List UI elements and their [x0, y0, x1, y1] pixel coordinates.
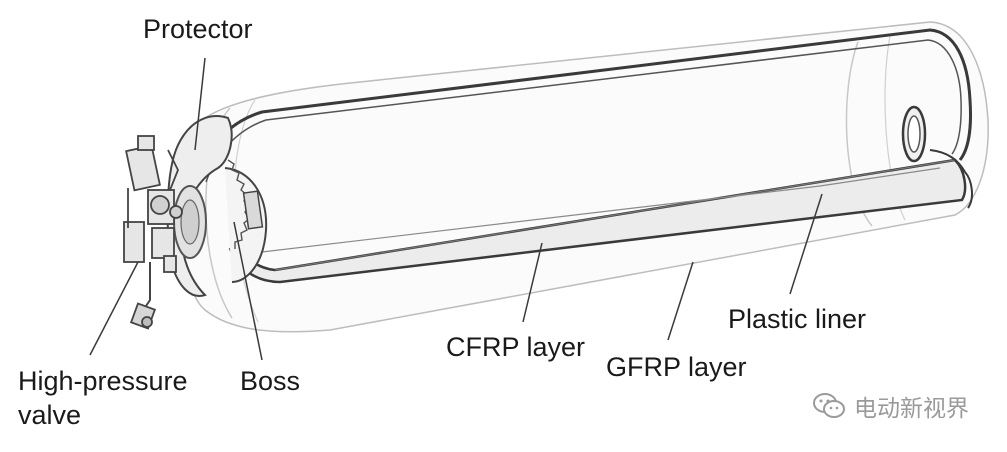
boss-label: Boss [240, 366, 301, 396]
right-dome-cut [929, 149, 973, 209]
valve-leader [89, 261, 139, 356]
liner-bottom-lip [261, 167, 941, 253]
right-port-inner [907, 115, 921, 153]
valve-label-line1: High-pressure [18, 366, 188, 396]
high-pressure-valve [123, 135, 183, 330]
protector-ring-inner [180, 199, 200, 245]
boss-leader [233, 221, 263, 361]
cfrp-label: CFRP layer [446, 332, 586, 362]
cfrp-leader [522, 242, 543, 323]
leader-lines [89, 57, 823, 361]
protector-leader [194, 57, 206, 151]
liner-inner-surface [274, 159, 956, 271]
wechat-icon [813, 393, 845, 418]
gfrp-leader [667, 261, 694, 341]
gfrp-label: GFRP layer [606, 352, 747, 382]
watermark: 电动新视界 [812, 386, 969, 426]
protector-label: Protector [143, 14, 253, 44]
boss-insert [242, 190, 264, 230]
watermark-text: 电动新视界 [854, 396, 969, 422]
valve-label-line2: valve [18, 400, 82, 430]
plastic-liner-label: Plastic liner [728, 304, 867, 334]
liner-leader [789, 193, 823, 295]
